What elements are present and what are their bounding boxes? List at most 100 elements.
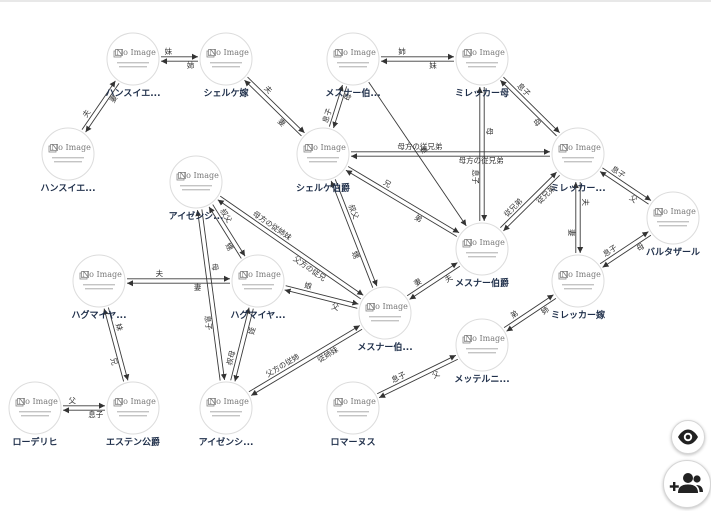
person-name: メスナー伯爵 xyxy=(455,277,509,289)
avatar-circle[interactable] xyxy=(169,155,223,209)
avatar-circle[interactable] xyxy=(358,286,412,340)
avatar-circle[interactable] xyxy=(72,254,126,308)
edge-arrow xyxy=(347,166,460,234)
relationship-edge[interactable]: 妻 xyxy=(368,81,467,227)
edge-label: 弟 xyxy=(413,212,425,224)
relationship-edge[interactable]: 夫妻 xyxy=(567,182,591,253)
avatar-circle[interactable] xyxy=(455,222,509,276)
fine-print xyxy=(466,348,498,354)
avatar-circle[interactable] xyxy=(551,254,605,308)
edge-arrow xyxy=(217,199,361,300)
edge-label: 夫 xyxy=(262,83,275,96)
relationship-edge[interactable]: 叔父甥 xyxy=(330,179,378,288)
avatar-circle[interactable] xyxy=(8,381,62,435)
person-node[interactable]: No Imageメスナー伯... xyxy=(325,32,381,99)
avatar-circle[interactable] xyxy=(199,381,253,435)
avatar-circle[interactable] xyxy=(326,381,380,435)
edge-label: 母 xyxy=(635,241,647,253)
avatar-circle[interactable] xyxy=(231,254,285,308)
relationship-edge[interactable]: 姉弟 xyxy=(503,294,557,332)
relationship-edge[interactable]: 夫妻 xyxy=(406,262,461,300)
person-node[interactable]: No Image メスナー伯爵 xyxy=(455,222,509,289)
avatar-circle[interactable] xyxy=(199,32,253,86)
edge-label: 夫 xyxy=(443,272,455,285)
relationship-edge[interactable]: 姉妹 xyxy=(381,46,454,70)
person-node[interactable]: No Imageメッテルニ... xyxy=(454,318,510,385)
person-node[interactable]: No Imageメスナー伯... xyxy=(357,286,413,353)
edge-label: 息子 xyxy=(88,409,103,419)
image-placeholder-icon xyxy=(238,271,248,280)
person-node[interactable]: No Imageハグマイヤ... xyxy=(231,254,286,321)
edge-arrow xyxy=(81,80,116,130)
fine-print xyxy=(337,62,369,68)
relationship-edge[interactable]: 息子父 xyxy=(599,163,652,205)
edge-arrow xyxy=(506,297,557,332)
avatar-circle[interactable] xyxy=(296,127,350,181)
no-image-text: No Image xyxy=(241,270,281,279)
fine-print xyxy=(562,157,594,163)
avatar-circle[interactable] xyxy=(41,127,95,181)
add-person-button[interactable] xyxy=(663,460,711,508)
edge-label: 妹 xyxy=(429,60,437,70)
relationship-edge[interactable]: 息子母 xyxy=(500,76,560,137)
edge-arrow xyxy=(503,174,560,232)
edge-label: 姪 xyxy=(246,325,258,335)
person-node[interactable]: No Imageアイゼンシ... xyxy=(199,381,254,448)
edge-arrow xyxy=(376,354,457,395)
person-node[interactable]: No Imageハグマイヤ... xyxy=(72,254,127,321)
fine-print xyxy=(369,316,401,322)
relationship-edge[interactable]: 夫妻 xyxy=(244,76,305,137)
relationship-edge[interactable]: 父息子 xyxy=(63,396,105,419)
avatar-circle[interactable] xyxy=(106,381,160,435)
avatar-circle[interactable] xyxy=(455,32,509,86)
relationship-edge[interactable]: 息子母 xyxy=(599,231,652,268)
avatar-circle[interactable] xyxy=(551,127,605,181)
relationship-edge[interactable]: 夫妻 xyxy=(127,268,230,292)
relationship-edge[interactable]: 姪叔母 xyxy=(224,307,258,382)
relationship-edge[interactable]: 父息子 xyxy=(376,354,459,399)
relationship-edge[interactable]: 母息子 xyxy=(471,87,494,221)
no-image-text: No Image xyxy=(116,397,156,406)
no-image-text: No Image xyxy=(82,270,122,279)
relationship-edge[interactable]: 母息子 xyxy=(195,209,227,381)
no-image-text: No Image xyxy=(465,238,505,247)
edge-label: 母方の従兄弟 xyxy=(397,141,442,151)
edge-label: 妻 xyxy=(567,229,577,237)
image-placeholder-icon xyxy=(79,271,89,280)
relationship-edge[interactable]: 妹兄 xyxy=(102,307,130,382)
relationship-edge[interactable]: 娘父 xyxy=(284,280,359,313)
person-node[interactable]: No Imageミレッカー... xyxy=(550,127,606,194)
person-node[interactable]: No Imageハンスイエ... xyxy=(41,127,96,194)
avatar-circle[interactable] xyxy=(455,318,509,372)
person-node[interactable]: No Imageハンスイエ... xyxy=(106,32,161,99)
no-image-text: No Image xyxy=(51,143,91,152)
person-node[interactable]: No Imageアイゼンシ... xyxy=(169,155,224,222)
relationship-edge[interactable]: 兄弟 xyxy=(345,166,460,237)
no-image-text: No Image xyxy=(306,143,346,152)
avatar-circle[interactable] xyxy=(106,32,160,86)
person-name: メスナー伯... xyxy=(357,341,412,353)
view-toggle-button[interactable] xyxy=(671,420,705,454)
person-name: バルタザール xyxy=(646,246,700,258)
edge-arrow xyxy=(406,262,458,297)
avatar-circle[interactable] xyxy=(326,32,380,86)
edge-arrow xyxy=(602,167,652,201)
avatar-circle[interactable] xyxy=(646,191,700,245)
relationship-edge[interactable]: 妹姉 xyxy=(161,46,198,70)
edge-label: 妻 xyxy=(276,116,289,129)
relationship-graph[interactable]: 妹姉姉妹妻夫夫妻母息子妻息子母母息子母方の従兄弟母方の従兄弟兄弟叔父甥息子父従兄… xyxy=(0,0,711,500)
relationship-edge[interactable]: 母息子 xyxy=(320,84,354,129)
edge-label: 父 xyxy=(68,396,76,405)
edge-label: 弟 xyxy=(508,308,520,320)
edge-arrow xyxy=(332,86,348,129)
